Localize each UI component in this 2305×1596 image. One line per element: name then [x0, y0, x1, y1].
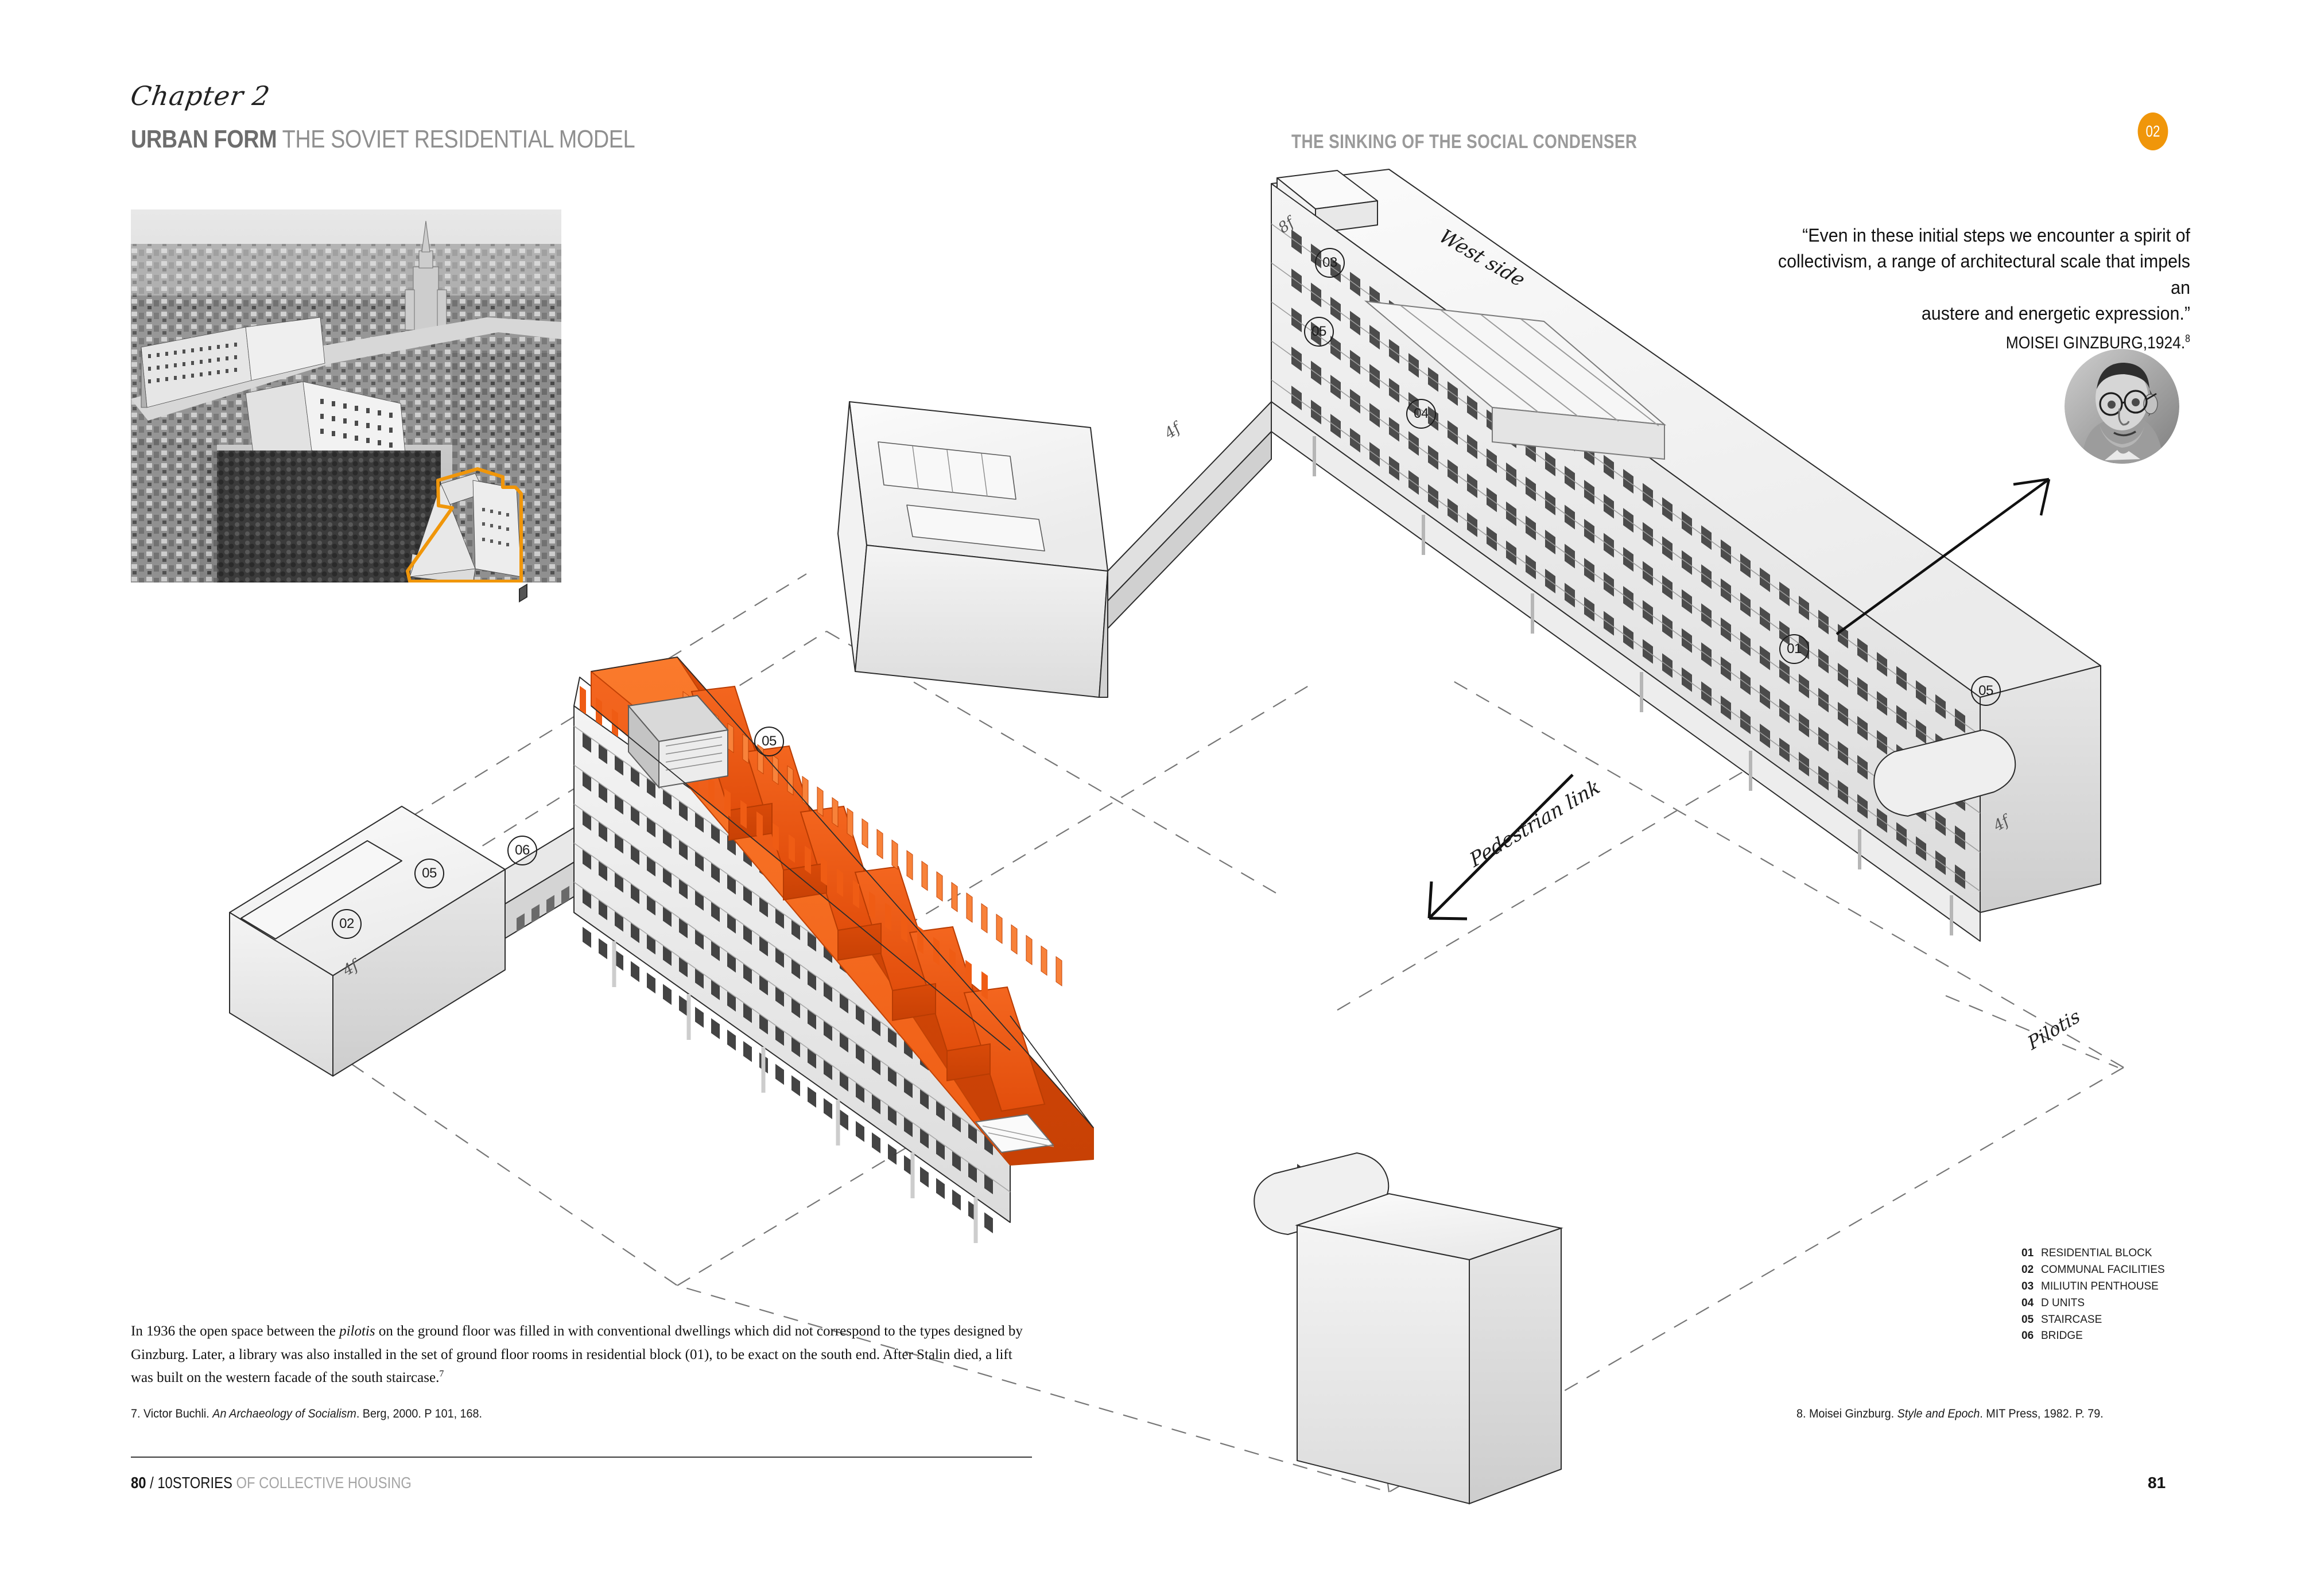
page-title-light: THE SOVIET RESIDENTIAL MODEL — [277, 125, 635, 153]
footnote-8-post: . MIT Press, 1982. P. 79. — [1980, 1407, 2104, 1420]
page-title-strong: URBAN FORM — [131, 125, 277, 153]
body-part-1: In 1936 the open space between the — [131, 1323, 340, 1339]
footer-brand-sub: OF COLLECTIVE HOUSING — [232, 1474, 412, 1492]
footnote-7-pre: 7. Victor Buchli. — [131, 1407, 213, 1420]
legend-item: 02 COMMUNAL FACILITIES — [2021, 1262, 2165, 1279]
legend-label: COMMUNAL FACILITIES — [2041, 1263, 2165, 1276]
legend-label: BRIDGE — [2041, 1330, 2083, 1342]
callout-05-cutaway-label: 05 — [762, 733, 777, 749]
narkomfin-highlight-outline — [406, 467, 523, 583]
callout-02-label: 02 — [339, 916, 354, 931]
quote-attribution-note: 8 — [2185, 332, 2190, 344]
footer-separator: / — [146, 1474, 158, 1492]
legend-number: 03 — [2021, 1280, 2034, 1292]
callout-05-cutaway: 05 — [754, 727, 784, 756]
ginzburg-portrait — [2065, 349, 2179, 464]
chapter-badge-number: 02 — [2145, 122, 2160, 140]
quote-attribution-text: MOISEI GINZBURG,1924. — [2005, 333, 2186, 352]
callout-01: 01 — [1779, 634, 1809, 664]
legend-label: MILIUTIN PENTHOUSE — [2041, 1280, 2159, 1292]
page-number-right: 81 — [2148, 1474, 2166, 1492]
legend-label: STAIRCASE — [2041, 1313, 2102, 1326]
callout-05-penthouse: 05 — [1304, 317, 1334, 347]
footer-brand: 10STORIES — [157, 1474, 232, 1492]
legend-item: 04 D UNITS — [2021, 1295, 2165, 1312]
legend-label: D UNITS — [2041, 1296, 2085, 1309]
page-number-left: 80 — [131, 1474, 146, 1492]
drawing-legend: 01 RESIDENTIAL BLOCK 02 COMMUNAL FACILITIE… — [2021, 1245, 2165, 1345]
body-paragraph: In 1936 the open space between the pilot… — [131, 1320, 1026, 1390]
callout-03: 03 — [1315, 248, 1345, 278]
callout-04-label: 04 — [1414, 406, 1429, 421]
callout-05-right: 05 — [1971, 676, 2001, 706]
legend-item: 03 MILIUTIN PENTHOUSE — [2021, 1279, 2165, 1295]
legend-item: 05 STAIRCASE — [2021, 1312, 2165, 1329]
page-title: URBAN FORM THE SOVIET RESIDENTIAL MODEL — [131, 125, 635, 154]
callout-05-communal-label: 05 — [422, 865, 437, 881]
aerial-photo — [131, 209, 561, 583]
footer-left: 80 / 10STORIES OF COLLECTIVE HOUSING — [131, 1474, 412, 1492]
footnote-7-title: An Archaeology of Socialism — [212, 1407, 356, 1420]
chapter-badge: 02 — [2137, 112, 2168, 150]
footer-divider — [131, 1457, 1032, 1458]
callout-05-communal: 05 — [414, 859, 444, 888]
callout-02: 02 — [332, 909, 362, 939]
quote-line-2: collectivism, a range of architectural s… — [1778, 251, 2190, 298]
legend-number: 05 — [2021, 1313, 2034, 1326]
legend-item: 01 RESIDENTIAL BLOCK — [2021, 1245, 2165, 1262]
callout-04: 04 — [1406, 399, 1436, 429]
quote-line-3: austere and energetic expression.” — [1921, 303, 2190, 324]
legend-number: 01 — [2021, 1247, 2034, 1259]
callout-03-label: 03 — [1322, 255, 1337, 270]
body-footnote-marker: 7 — [439, 1369, 444, 1379]
legend-number: 04 — [2021, 1296, 2034, 1309]
footnote-8-title: Style and Epoch — [1897, 1407, 1980, 1420]
running-head: THE SINKING OF THE SOCIAL CONDENSER — [1291, 131, 1637, 153]
footnote-7: 7. Victor Buchli. An Archaeology of Soci… — [131, 1407, 482, 1421]
quote-attribution: MOISEI GINZBURG,1924.8 — [1806, 333, 2190, 353]
callout-06: 06 — [507, 836, 537, 865]
footnote-8: 8. Moisei Ginzburg. Style and Epoch. MIT… — [1796, 1407, 2104, 1421]
quote-line-1: “Even in these initial steps we encounte… — [1802, 225, 2190, 246]
legend-label: RESIDENTIAL BLOCK — [2041, 1247, 2152, 1259]
callout-05-right-label: 05 — [1978, 683, 1993, 698]
legend-number: 02 — [2021, 1263, 2034, 1276]
legend-item: 06 BRIDGE — [2021, 1328, 2165, 1345]
callout-06-label: 06 — [515, 842, 530, 858]
callout-05-penthouse-label: 05 — [1311, 324, 1326, 339]
footnote-7-post: . Berg, 2000. P 101, 168. — [356, 1407, 482, 1420]
footnote-8-pre: 8. Moisei Ginzburg. — [1796, 1407, 1897, 1420]
body-part-2: on the ground floor was filled in with c… — [131, 1323, 1023, 1385]
legend-number: 06 — [2021, 1330, 2034, 1342]
pull-quote: “Even in these initial steps we encounte… — [1754, 223, 2190, 353]
callout-01-label: 01 — [1787, 641, 1802, 657]
body-italic-pilotis: pilotis — [339, 1323, 375, 1339]
